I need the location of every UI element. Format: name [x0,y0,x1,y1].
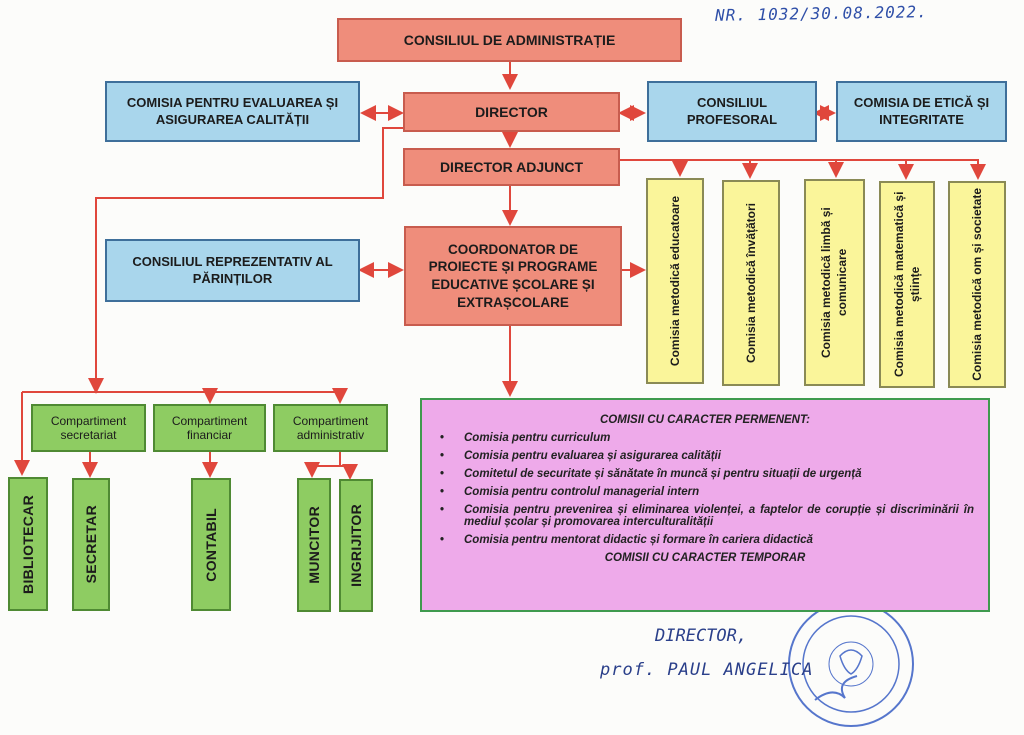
comisia-metodica-matematica-stiinte: Comisia metodică matematică și științe [879,181,935,388]
director-adjunct-box: DIRECTOR ADJUNCT [403,148,620,186]
signature-role: DIRECTOR, [655,626,748,646]
consiliul-parinti-box: CONSILIUL REPREZENTATIV AL PĂRINȚILOR [105,239,360,302]
comisia-evaluare-box: COMISIA PENTRU EVALUAREA ȘI ASIGURAREA C… [105,81,360,142]
list-item: Comisia pentru controlul managerial inte… [436,486,974,498]
comisia-metodica-educatoare: Comisia metodică educatoare [646,178,704,384]
comisii-temporare-title: COMISII CU CARACTER TEMPORAR [604,552,806,564]
comisia-metodica-limba-comunicare: Comisia metodică limbă și comunicare [804,179,865,386]
contabil-box: CONTABIL [191,478,231,611]
comisii-box: COMISII CU CARACTER PERMENENT: Comisia p… [420,398,990,612]
list-item: Comitetul de securitate și sănătate în m… [436,468,974,480]
list-item: Comisia pentru mentorat didactic și form… [436,534,974,546]
compartiment-financiar: Compartiment financiar [153,404,266,452]
comisia-metodica-om-societate: Comisia metodică om și societate [948,181,1006,388]
secretar-box: SECRETAR [72,478,110,611]
ingrijitor-box: INGRIJITOR [339,479,373,612]
list-item: Comisia pentru evaluarea și asigurarea c… [436,450,974,462]
compartiment-administrativ: Compartiment administrativ [273,404,388,452]
coordonator-box: COORDONATOR DE PROIECTE ȘI PROGRAME EDUC… [404,226,622,326]
comisii-permanente-list: Comisia pentru curriculum Comisia pentru… [436,432,974,546]
list-item: Comisia pentru curriculum [436,432,974,444]
consiliul-administratie-box: CONSILIUL DE ADMINISTRAȚIE [337,18,682,62]
bibliotecar-box: BIBLIOTECAR [8,477,48,611]
comisia-metodica-invatatori: Comisia metodică învățători [722,180,780,386]
director-box: DIRECTOR [403,92,620,132]
signature-name: prof. PAUL ANGELICA [600,660,814,680]
registration-number: NR. 1032/30.08.2022. [714,2,928,25]
consiliul-profesoral-box: CONSILIUL PROFESORAL [647,81,817,142]
compartiment-secretariat: Compartiment secretariat [31,404,146,452]
muncitor-box: MUNCITOR [297,478,331,612]
comisia-etica-box: COMISIA DE ETICĂ ȘI INTEGRITATE [836,81,1007,142]
list-item: Comisia pentru prevenirea și eliminarea … [436,504,974,528]
comisii-permanente-title: COMISII CU CARACTER PERMENENT: [600,414,810,426]
